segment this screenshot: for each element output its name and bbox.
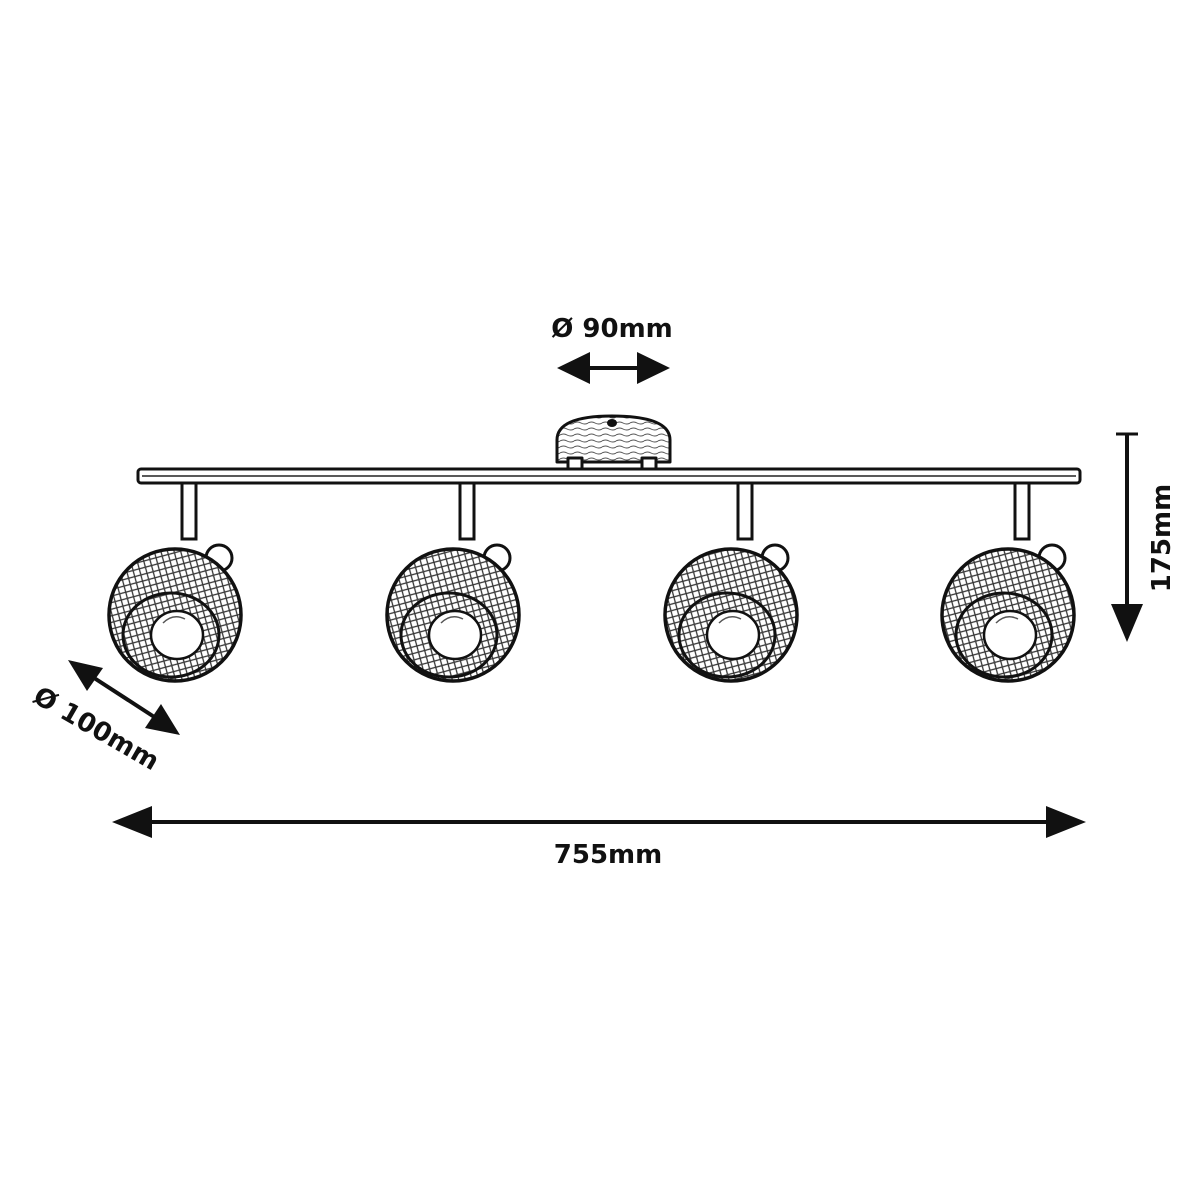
height-label: 175mm	[1147, 484, 1177, 592]
bulb-highlight	[440, 616, 464, 624]
canopy-diameter-label: Ø 90mm	[551, 314, 673, 344]
spotlight-stem	[458, 481, 476, 541]
light-bulb	[149, 609, 205, 661]
spotlight	[107, 481, 243, 683]
shade-diameter-label: Ø 100mm	[28, 681, 164, 777]
height-dimension: 175mm	[1111, 432, 1177, 642]
spotlight	[940, 481, 1076, 683]
bulb-highlight	[162, 616, 186, 624]
bulb-highlight	[718, 616, 742, 624]
mounting-bar	[136, 467, 1082, 485]
light-bulb	[427, 609, 483, 661]
light-bulb	[982, 609, 1038, 661]
spotlight	[385, 481, 521, 683]
spotlight-stem	[180, 481, 198, 541]
canopy-diameter-dimension: Ø 90mm	[551, 314, 673, 384]
spotlight-stem	[1013, 481, 1031, 541]
light-bulb	[705, 609, 761, 661]
spotlights-group	[107, 481, 1076, 683]
bulb-highlight	[995, 616, 1019, 624]
spotlight-stem	[736, 481, 754, 541]
total-length-label: 755mm	[554, 840, 662, 870]
spotlight	[663, 481, 799, 683]
total-length-dimension: 755mm	[112, 806, 1086, 870]
ceiling-canopy	[555, 414, 672, 472]
